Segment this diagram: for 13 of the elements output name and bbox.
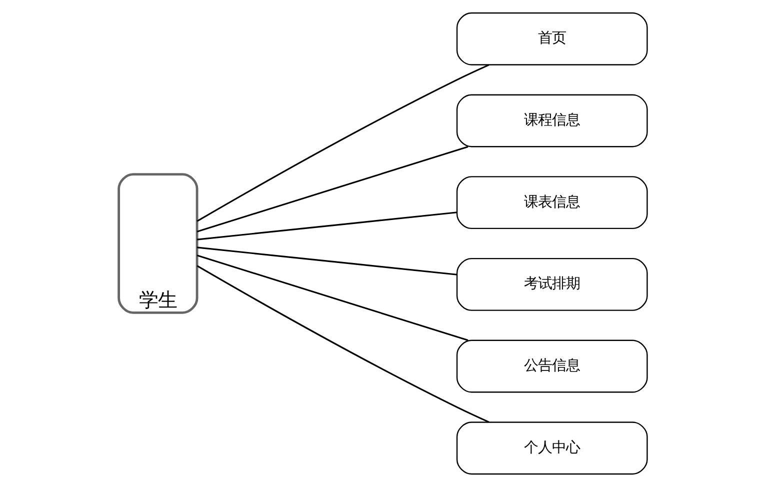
node-box: 个人中心 xyxy=(456,422,648,475)
connector xyxy=(196,265,489,423)
node-box: 课程信息 xyxy=(456,94,648,148)
node-box: 首页 xyxy=(456,12,648,66)
connector xyxy=(196,146,468,232)
connector xyxy=(196,246,456,276)
connector xyxy=(196,64,489,222)
node-box: 考试排期 xyxy=(456,258,648,311)
node-box: 学生 xyxy=(117,173,198,314)
node-box: 公告信息 xyxy=(456,340,648,393)
node-box: 课表信息 xyxy=(456,176,648,230)
connector xyxy=(196,254,468,342)
connector xyxy=(196,212,456,240)
